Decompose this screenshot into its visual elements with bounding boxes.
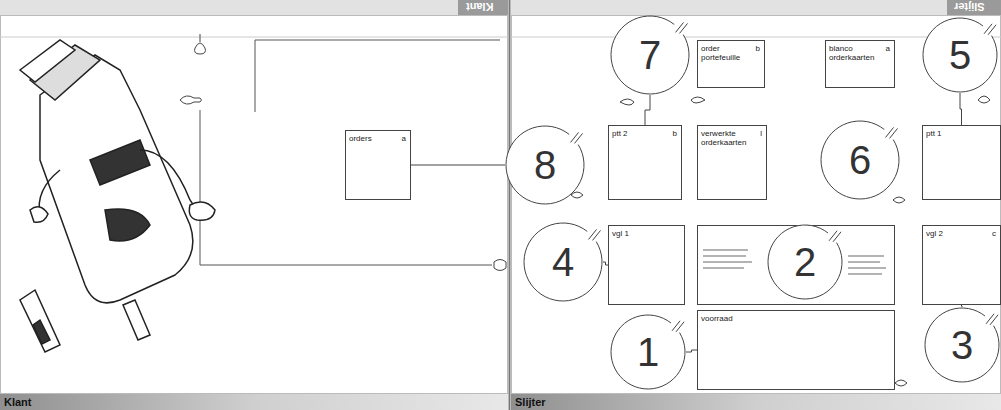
box-title: voorraad [701,314,733,323]
bottom-bar [0,394,508,410]
callout-number: 4 [523,222,603,302]
callout-number: 2 [767,224,843,300]
bottom-bar [511,394,1001,410]
box-title: vgl 2 [926,229,943,238]
panel-frame [512,16,1001,394]
callout-circle: 6 [820,120,900,200]
guide-line [0,37,508,38]
callout-circle: 1 [610,314,686,390]
process-box: verwerkte orderkaarten l [697,125,767,200]
wire [200,40,500,265]
process-box: ptt 1 [922,125,1001,200]
callout-circle: 7 [610,15,690,95]
process-box: voorraad [697,310,895,390]
callout-number: 3 [924,307,1000,383]
panel-name: Klant [4,396,32,408]
process-box: blanco orderkaarten a [825,40,895,88]
panel-name: Slijter [515,396,546,408]
top-tab [458,0,508,15]
box-letter: a [402,134,406,143]
panel-name: Slijter [954,1,985,13]
process-box: orders a [345,130,411,200]
box-title: vgl 1 [612,229,629,238]
callout-number: 5 [922,17,998,93]
box-letter: b [673,129,677,138]
callout-circle: 4 [523,222,603,302]
callout-number: 8 [505,125,585,205]
connector [411,165,505,166]
panel-frame [1,16,508,394]
callout-number: 6 [820,120,900,200]
top-bar [511,0,1001,15]
connector [645,95,650,125]
process-box: vgl 1 [608,225,685,305]
box-title: blanco orderkaarten [829,44,881,62]
callout-number: 1 [610,314,686,390]
top-bar [0,0,508,15]
box-letter: l [760,129,762,138]
connector [686,350,697,352]
box-title: order portefeuille [701,44,751,62]
callout-number: 7 [610,15,690,95]
callout-circle: 5 [922,17,998,93]
box-title: ptt 2 [612,129,628,138]
bottle-figure [20,40,215,352]
box-letter: b [756,44,760,53]
callout-circle: 3 [924,307,1000,383]
panel-name: Klant [466,1,494,13]
process-box: ptt 2 b [608,125,682,200]
callout-circle: 8 [505,125,585,205]
box-title: verwerkte orderkaarten [701,129,753,147]
box-title: ptt 1 [926,129,942,138]
connector [961,305,963,307]
box-letter: c [992,229,996,238]
panel-divider [509,0,511,410]
process-box: vgl 2 c [922,225,1001,305]
connector [960,93,962,125]
process-box: order portefeuille b [697,40,765,88]
top-tab [947,0,1001,15]
box-letter: a [886,44,890,53]
box-title: orders [349,134,372,143]
callout-circle: 2 [767,224,843,300]
